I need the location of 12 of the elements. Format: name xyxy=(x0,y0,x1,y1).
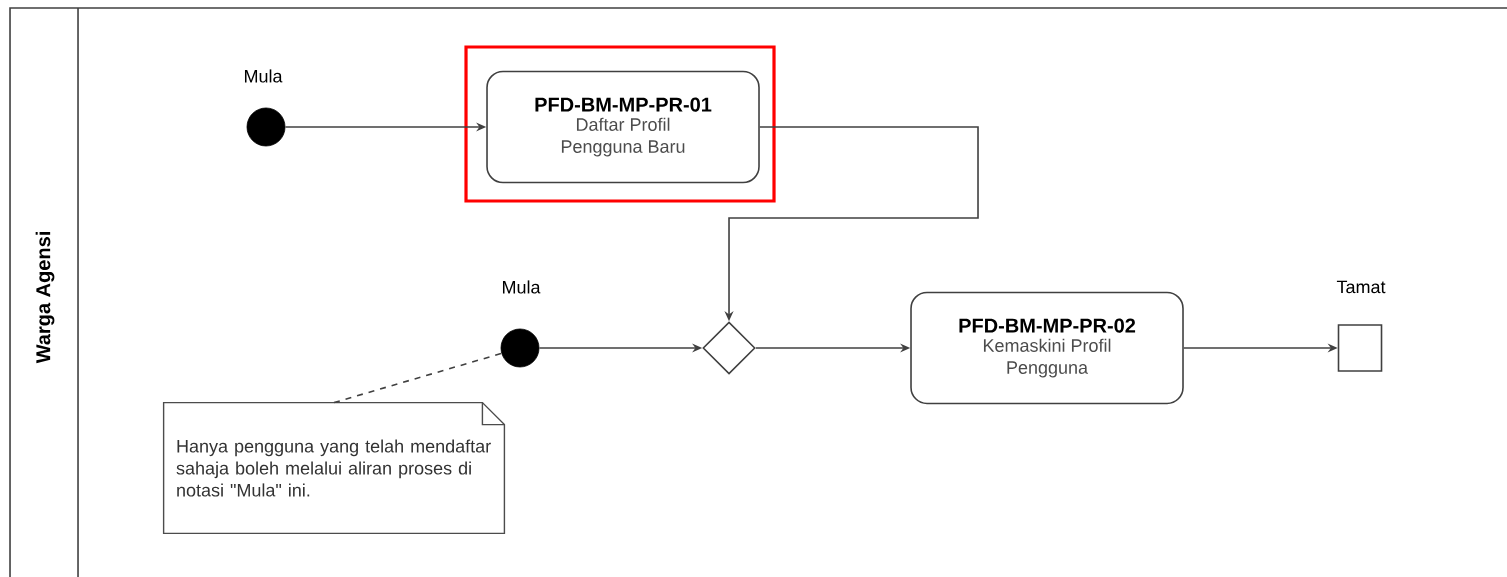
process-box: PFD-BM-MP-PR-01 Daftar Profil Pengguna Baru xyxy=(486,70,760,184)
process-box: PFD-BM-MP-PR-02 Kemaskini Profil Pengguna xyxy=(910,291,1184,405)
event-label: Mula xyxy=(245,69,283,83)
start-circle xyxy=(500,328,540,368)
end-square xyxy=(1337,324,1383,372)
highlight-box xyxy=(464,45,776,203)
event-label: Mula xyxy=(503,280,541,294)
start-circle xyxy=(246,107,286,147)
note-box: Hanya pengguna yang telah mendaftar sahaja boleh melalui aliran proses di notasi "Mula" ini. xyxy=(162,401,506,535)
gateway-diamond xyxy=(702,321,756,375)
event-label: Tamat xyxy=(1336,280,1386,294)
leader-line xyxy=(333,352,503,404)
